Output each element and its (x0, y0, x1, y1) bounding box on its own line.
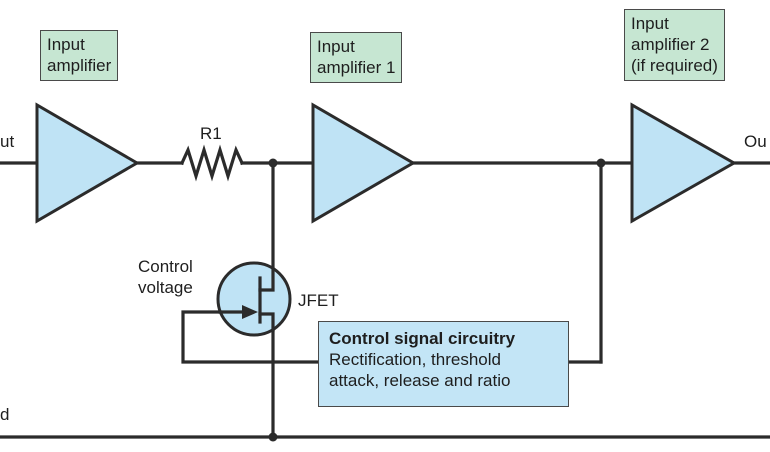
jfet-drain (258, 268, 275, 292)
input-label: ut (0, 132, 15, 151)
input-amplifier-1-triangle (311, 102, 416, 224)
ground-label: d (0, 405, 10, 424)
junction-dot-r1 (268, 158, 278, 168)
jfet-gate-arrow (242, 305, 258, 319)
control-voltage-label: Control voltage (138, 257, 193, 297)
control-voltage-wire (181, 310, 320, 364)
control-signal-circuitry-box: Control signal circuitry Rectification, … (318, 321, 569, 407)
input-amplifier-2-label-box: Input amplifier 2 (if required) (624, 9, 725, 81)
output-label: Ou (744, 132, 767, 151)
jfet-label: JFET (298, 291, 339, 310)
junction-dot-sidechain (596, 158, 606, 168)
input-amplifier-2-triangle (630, 102, 738, 224)
control-signal-title: Control signal circuitry (329, 329, 516, 348)
control-signal-line-2: attack, release and ratio (329, 371, 511, 390)
jfet-source (258, 312, 275, 332)
r1-label: R1 (200, 124, 222, 143)
control-signal-line-1: Rectification, threshold (329, 350, 501, 369)
input-amplifier-1-label-box: Input amplifier 1 (310, 32, 403, 83)
junction-dot-ground (268, 432, 278, 442)
jfet-circle (216, 261, 292, 337)
input-amplifier-label-box: Input amplifier (40, 30, 119, 81)
input-amplifier-triangle (35, 102, 140, 224)
r1-resistor (179, 144, 245, 182)
